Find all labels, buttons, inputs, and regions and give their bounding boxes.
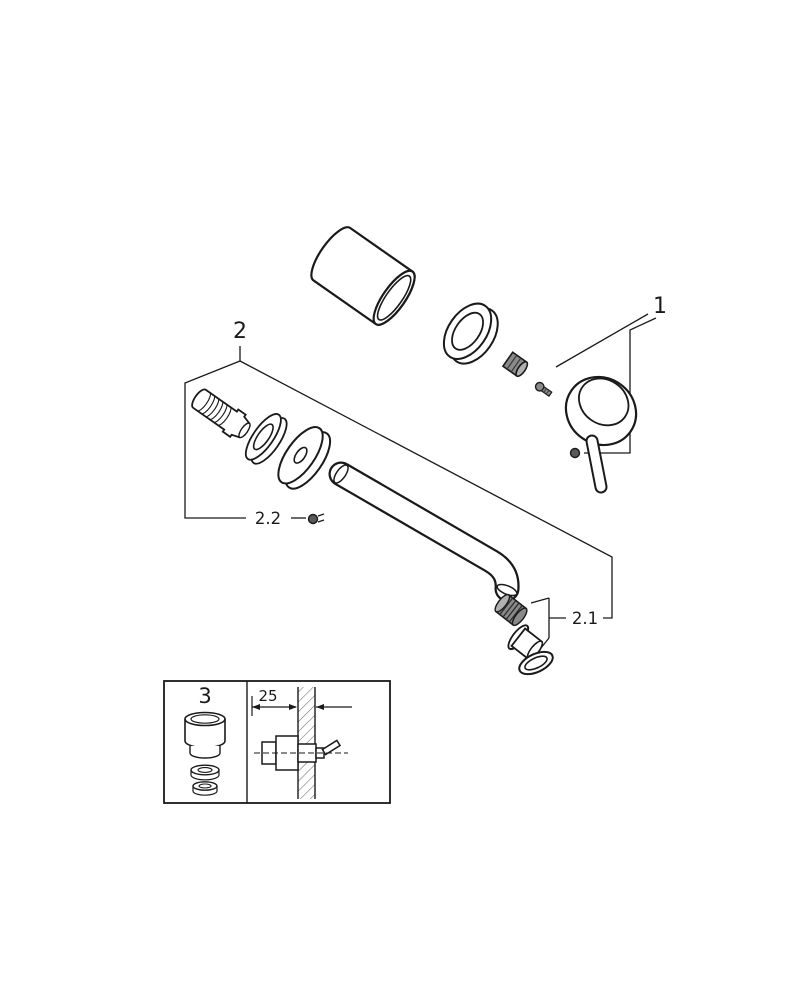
handle-lever-icon bbox=[585, 434, 608, 494]
extension-part-icon bbox=[184, 711, 226, 796]
part2-label: 2 bbox=[233, 319, 247, 344]
handle-knob-icon bbox=[564, 375, 638, 447]
handle-screw-icon bbox=[534, 381, 553, 397]
lever-set-screw-icon bbox=[569, 447, 581, 459]
arrow-left-icon bbox=[252, 704, 260, 710]
concealed-body-sketch bbox=[254, 735, 348, 771]
bracket-tick bbox=[530, 597, 550, 604]
handle-escutcheon-ring-icon bbox=[442, 302, 499, 365]
dimension-25: 25 bbox=[251, 687, 352, 716]
wall-section bbox=[297, 687, 316, 799]
grub-screw-icon bbox=[307, 513, 325, 525]
handle-sleeve-icon bbox=[310, 226, 416, 326]
part2-2-label: 2.2 bbox=[255, 509, 281, 528]
leader-line bbox=[555, 313, 649, 368]
inset-detail-box: 3 25 bbox=[163, 680, 391, 804]
handle-assembly bbox=[310, 226, 638, 494]
handle-nut-icon bbox=[501, 351, 529, 378]
part2-callout: 2 2.2 2.1 bbox=[184, 319, 613, 649]
part3-label: 3 bbox=[198, 684, 211, 708]
arrow-wall-icon bbox=[316, 704, 324, 710]
depth-value-label: 25 bbox=[258, 687, 277, 705]
part2-1-label: 2.1 bbox=[572, 609, 598, 628]
mousseur-icon bbox=[507, 624, 554, 676]
part1-label: 1 bbox=[653, 294, 667, 319]
spout-escutcheon-icon bbox=[277, 426, 332, 490]
leader-line bbox=[584, 317, 657, 454]
spout-assembly bbox=[191, 388, 554, 676]
spout-nipple-icon bbox=[191, 388, 251, 439]
part1-callout: 1 bbox=[555, 294, 667, 454]
flange-washer-icon bbox=[244, 413, 288, 465]
leader-line bbox=[184, 360, 246, 519]
spout-tube-icon bbox=[328, 461, 520, 602]
arrow-right-icon bbox=[289, 704, 297, 710]
aerator-thread-ring-icon bbox=[494, 593, 528, 627]
leader-line bbox=[239, 360, 613, 619]
wall-hatch bbox=[298, 687, 315, 799]
